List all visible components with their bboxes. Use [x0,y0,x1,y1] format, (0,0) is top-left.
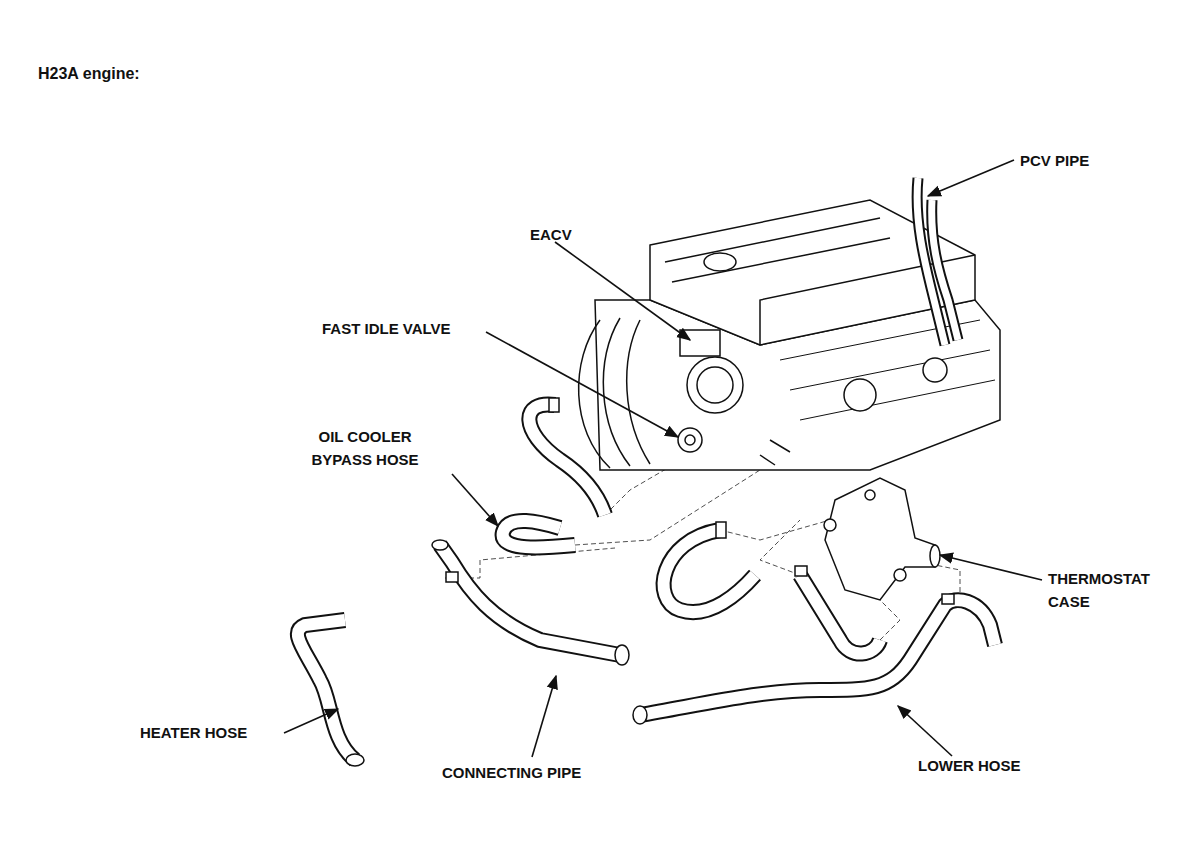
hoses [298,178,995,766]
hose-end [633,706,647,724]
hose-clamps [346,398,954,766]
bolt [824,519,836,531]
part-label: OIL COOLER BYPASS HOSE [300,426,430,471]
part-label: LOWER HOSE [918,755,1021,778]
leader-arrow [940,555,1042,580]
leader-arrow [532,676,556,757]
bypass-hose-outline [503,521,575,548]
part-label: CONNECTING PIPE [442,762,581,785]
hose-clamp [795,566,807,576]
pcv-pipe-fill [932,200,958,340]
hose-fill [664,530,755,612]
hose-outline [529,404,605,515]
part-label: HEATER HOSE [140,722,247,745]
hose-outline [664,530,755,612]
hose-fill [529,404,605,515]
leader-arrow [284,709,338,733]
hose-clamp [942,594,954,604]
thermostat-outlet [930,545,940,567]
connecting-pipe-fill [440,545,620,655]
nipples [760,440,790,465]
leader-arrows [284,160,1042,757]
heater-hose-fill [298,620,355,760]
hose-clamp [716,522,726,538]
bolt [894,569,906,581]
leader-arrow [898,706,952,756]
part-label: EACV [530,224,572,247]
hose-end [346,754,364,766]
engine-block [579,200,1000,470]
oil-cap [704,253,736,271]
thermostat-housing [825,478,935,600]
assembly-line [720,520,830,540]
connecting-pipe-outline [440,545,620,655]
bypass-hose-fill [503,521,575,548]
part-label: THERMOSTAT CASE [1048,568,1173,613]
part-label: PCV PIPE [1020,150,1089,173]
part-label: FAST IDLE VALVE [322,318,451,341]
lower-hose-fill [640,600,995,715]
hose-end [432,540,448,550]
hose-fill [800,575,880,654]
fast-idle-valve [678,428,702,452]
leader-arrow [555,242,690,340]
boss [923,358,947,382]
assembly-lines [445,455,960,640]
thermostat-case-shape [824,478,940,600]
diagram-title: H23A engine: [38,62,140,86]
intake-runners [579,318,650,468]
leader-arrow [486,332,678,437]
heater-hose-outline [298,620,355,760]
throttle-bore [697,367,733,403]
hose-outline [800,575,880,654]
throttle-body [687,357,743,413]
t-stub [446,572,458,582]
boss [844,379,876,411]
assembly-line [760,520,800,575]
fast-idle-valve-port [685,435,695,445]
hose-outlines [298,178,995,760]
block-ribs [780,320,995,420]
leader-arrow [452,474,498,526]
assembly-line [880,600,900,640]
hose-fills [298,178,995,760]
sensor [865,490,875,500]
eacv-body [680,330,720,356]
hose-end [615,645,629,665]
hose-clamp [549,398,559,412]
leader-arrow [928,160,1014,196]
